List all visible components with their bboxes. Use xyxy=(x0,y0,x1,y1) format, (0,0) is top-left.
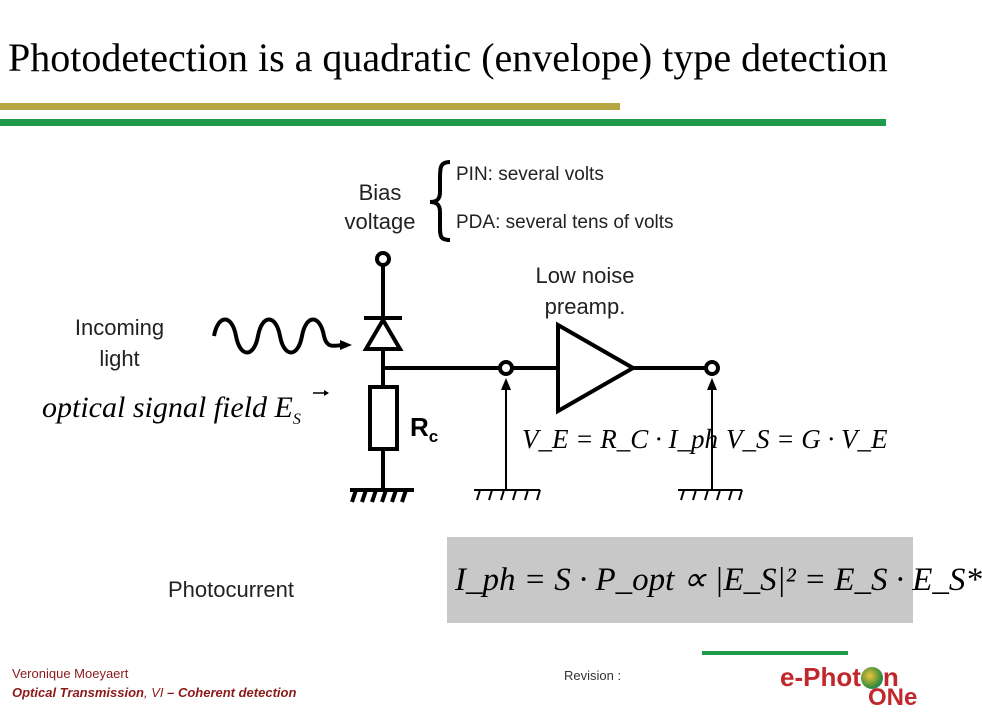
optical-field-subscript: S xyxy=(292,411,301,428)
title-underline-olive xyxy=(0,103,620,110)
vs-measure-arrow xyxy=(678,378,743,501)
amplifier-triangle-icon xyxy=(556,321,638,415)
incoming-label-line2: light xyxy=(99,346,140,371)
rc-subscript: c xyxy=(428,427,439,447)
preamp-label-line2: preamp. xyxy=(544,294,626,319)
ground-icon xyxy=(350,488,414,503)
rc-label: Rc xyxy=(410,412,438,447)
curly-brace-icon xyxy=(429,160,451,242)
optical-field-label: optical signal field ES xyxy=(42,391,301,429)
ve-measure-arrow xyxy=(474,378,541,501)
preamp-label-line1: Low noise xyxy=(535,263,635,288)
optical-field-text: optical signal field E xyxy=(42,391,293,424)
photodiode-icon xyxy=(362,316,404,351)
e-photon-one-logo: e-Phot n ONe xyxy=(700,650,940,711)
pda-note: PDA: several tens of volts xyxy=(456,212,674,233)
footer-course-part: , VI xyxy=(143,685,164,700)
photocurrent-label: Photocurrent xyxy=(168,577,294,602)
ve-equation: V_E = R_C · I_ph xyxy=(522,424,718,454)
resistor-icon xyxy=(368,385,399,451)
logo-text-one: ONe xyxy=(868,684,918,711)
circuit-diagram xyxy=(212,160,743,503)
footer-course: Optical Transmission, VI – Coherent dete… xyxy=(12,685,296,700)
footer-author: Veronique Moeyaert xyxy=(12,666,129,681)
rc-letter: R xyxy=(410,412,429,442)
ve-terminal xyxy=(498,360,514,376)
title-underline-green xyxy=(0,119,886,126)
page-title: Photodetection is a quadratic (envelope)… xyxy=(8,35,888,80)
footer-course-topic: – Coherent detection xyxy=(163,685,297,700)
bias-terminal xyxy=(375,251,391,267)
vs-terminal xyxy=(704,360,720,376)
logo-text-n: n xyxy=(882,662,899,692)
incoming-light-label: Incoming light xyxy=(52,312,187,374)
bias-voltage-label: Bias voltage xyxy=(330,178,430,236)
incoming-label-line1: Incoming xyxy=(74,315,165,340)
pin-note: PIN: several volts xyxy=(456,164,604,185)
footer-revision: Revision : xyxy=(564,668,622,683)
photocurrent-equation-box: I_ph = S · P_opt ∝ |E_S|² = E_S · E_S* xyxy=(447,537,982,623)
bias-label-line2: voltage xyxy=(344,209,416,234)
preamp-label: Low noise preamp. xyxy=(510,260,660,322)
photocurrent-equation: I_ph = S · P_opt ∝ |E_S|² = E_S · E_S* xyxy=(455,562,982,598)
vs-equation: V_S = G · V_E xyxy=(726,424,888,454)
bias-label-line1: Bias xyxy=(358,180,402,205)
globe-icon xyxy=(860,667,883,689)
footer-course-name: Optical Transmission xyxy=(12,685,144,700)
logo-text-top: e-Phot n xyxy=(780,662,899,693)
sine-wave-arrow-icon xyxy=(212,317,352,355)
logo-text-ephot: e-Phot xyxy=(780,662,861,692)
vector-arrow-optical xyxy=(313,390,329,396)
logo-underline xyxy=(702,651,848,655)
